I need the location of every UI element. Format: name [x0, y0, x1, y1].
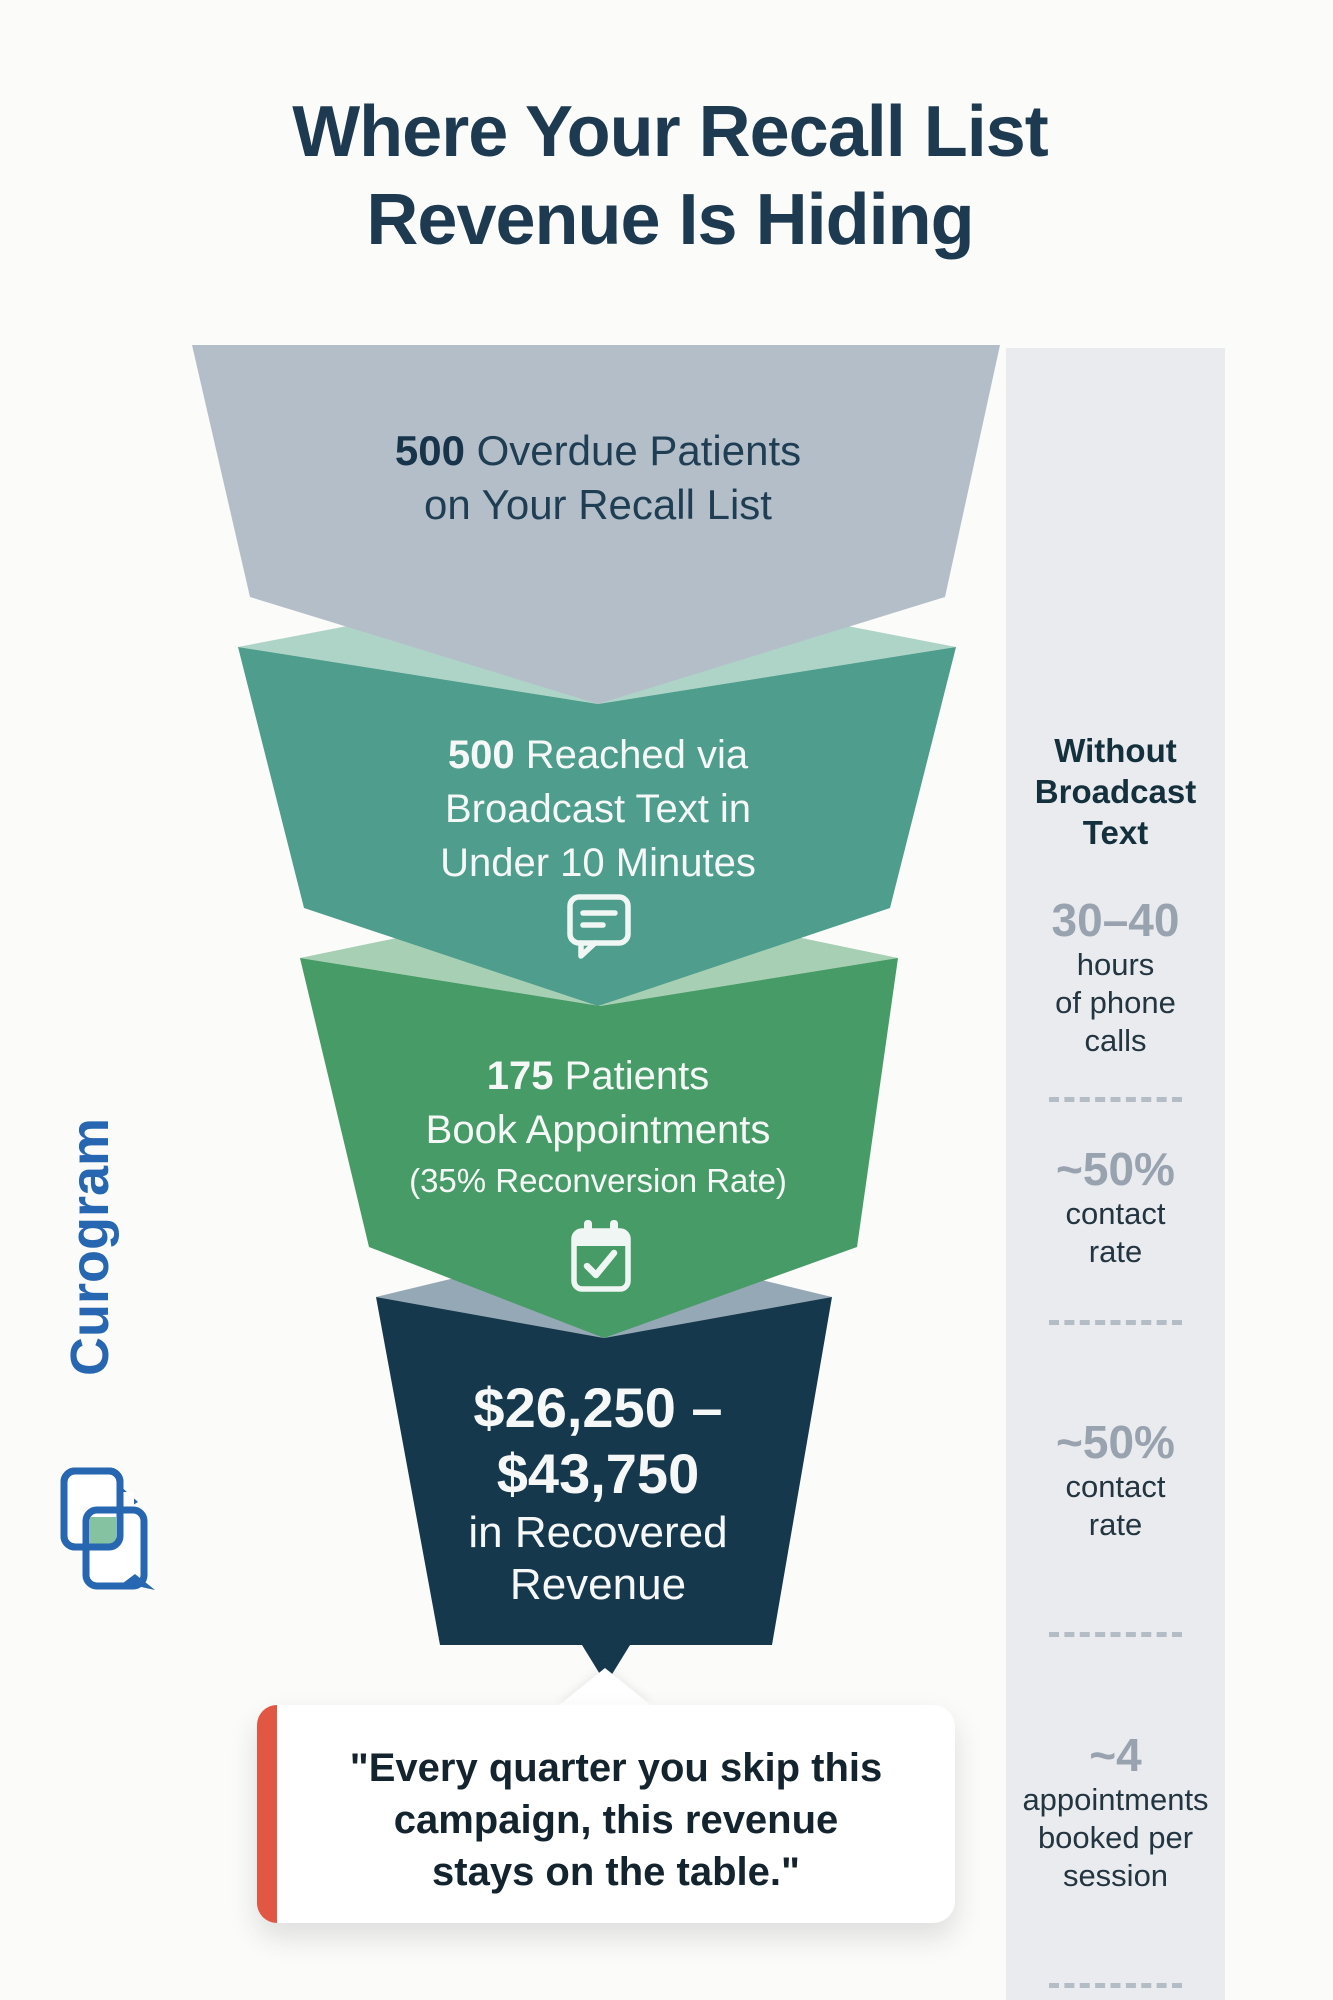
page-title-line-2: Revenue Is Hiding — [366, 180, 974, 260]
page-title-line-1: Where Your Recall List — [292, 92, 1049, 172]
stage-3-line-3: (35% Reconversion Rate) — [409, 1162, 787, 1199]
stat-contact-rate-2: ~50% contact rate — [1006, 1416, 1225, 1544]
quote-tail — [558, 1668, 652, 1706]
stage-2-number: 500 — [447, 733, 515, 777]
stage-4-amount-1: $26,250 – — [473, 1376, 723, 1439]
comparison-panel-heading: Without Broadcast Text — [1034, 732, 1197, 851]
dashed-divider — [1049, 1097, 1182, 1102]
stage-1-line-2: on Your Recall List — [424, 481, 772, 528]
page-title: Where Your Recall List Revenue Is Hiding — [0, 88, 1333, 264]
quote-card: "Every quarter you skip this campaign, t… — [257, 1705, 955, 1923]
stage-2-line-1: Reached via — [514, 733, 749, 777]
funnel-stage-2-label: 500 Reached via Broadcast Text in Under … — [278, 728, 918, 890]
stage-2-line-2: Broadcast Text in — [444, 787, 752, 831]
curogram-logo-icon — [60, 1467, 155, 1590]
stage-3-line-1: Patients — [553, 1054, 710, 1098]
chat-bubble-icon — [567, 894, 631, 959]
stat-phone-hours: 30–40 hours of phone calls — [1006, 894, 1225, 1060]
funnel-stage-1-label: 500 Overdue Patients on Your Recall List — [278, 424, 918, 532]
stat-value: ~50% — [1056, 1416, 1175, 1468]
stage-4-amount-2: $43,750 — [496, 1442, 700, 1505]
funnel-stage-3-shape — [300, 958, 898, 1338]
funnel-stage-3-label: 175 Patients Book Appointments (35% Reco… — [278, 1049, 918, 1205]
funnel-stage-2-shape — [238, 647, 956, 1006]
stat-value: ~50% — [1056, 1143, 1175, 1195]
dashed-divider — [1049, 1632, 1182, 1637]
stage-2-line-3: Under 10 Minutes — [440, 841, 756, 885]
funnel-stage-4-shape — [376, 1297, 832, 1684]
brand-wordmark: Curogram — [60, 1117, 120, 1377]
stage-4-line-4: Revenue — [509, 1560, 687, 1609]
stage-4-line-3: in Recovered — [468, 1508, 728, 1557]
stat-appointments-per-session: ~4 appointments booked per session — [1006, 1729, 1225, 1895]
quote-accent-bar — [257, 1705, 277, 1923]
stat-contact-rate-1: ~50% contact rate — [1006, 1143, 1225, 1271]
comparison-panel: Without Broadcast Text 30–40 hours of ph… — [1006, 348, 1225, 2000]
calendar-check-icon — [571, 1220, 631, 1292]
quote-text: "Every quarter you skip this campaign, t… — [349, 1746, 883, 1894]
stage-3-number: 175 — [486, 1054, 554, 1098]
funnel-stage-1-shape — [192, 345, 1000, 704]
stage-3-line-2: Book Appointments — [425, 1108, 771, 1152]
funnel-stage-4-label: $26,250 – $43,750 in Recovered Revenue — [278, 1375, 918, 1611]
stage-1-number: 500 — [394, 427, 465, 474]
stat-value: 30–40 — [1051, 894, 1180, 946]
dashed-divider — [1049, 1320, 1182, 1325]
stage-1-line-1: Overdue Patients — [464, 427, 802, 474]
dashed-divider — [1049, 1983, 1182, 1988]
stat-value: ~4 — [1089, 1729, 1142, 1781]
